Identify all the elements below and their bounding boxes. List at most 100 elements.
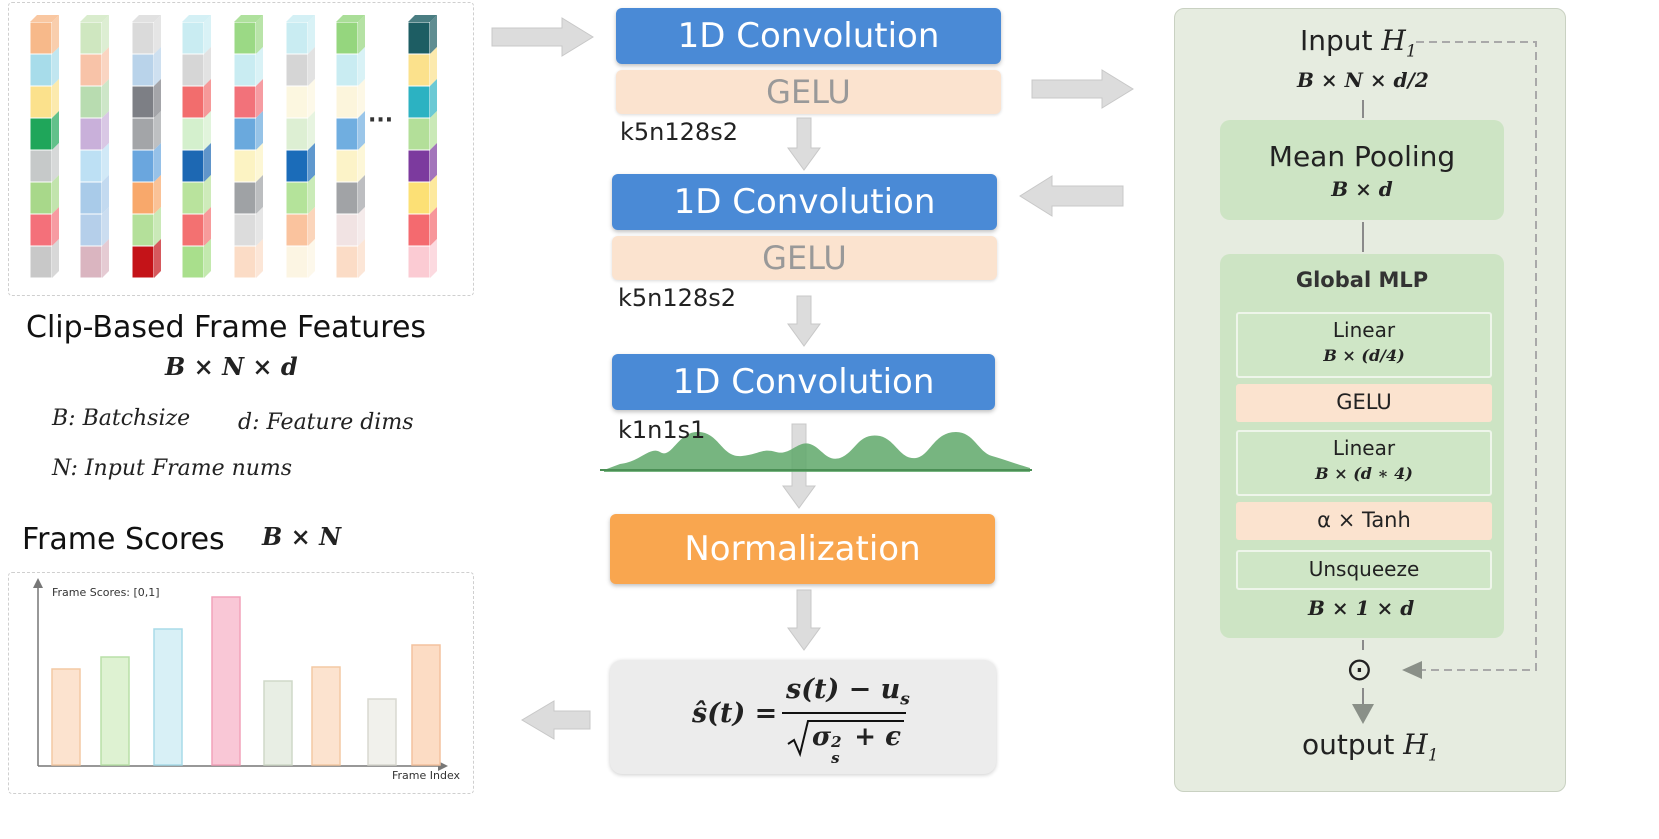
formula-numerator-main: s(t) − u bbox=[786, 674, 901, 705]
feature-cell-top bbox=[336, 15, 365, 22]
feature-cell-side bbox=[154, 111, 161, 150]
feature-cell-side bbox=[430, 207, 437, 246]
feature-cell-top bbox=[80, 15, 109, 22]
feature-cell-side bbox=[102, 47, 109, 86]
normalization-block: Normalization bbox=[610, 514, 995, 584]
feature-cell-side bbox=[430, 79, 437, 118]
feature-cell-side bbox=[308, 47, 315, 86]
feature-cell-side bbox=[358, 143, 365, 182]
feature-cell-side bbox=[256, 15, 263, 54]
mlp-linear1: Linear B × (d/4) bbox=[1236, 312, 1492, 378]
feature-cell-side bbox=[204, 47, 211, 86]
feature-cell-side bbox=[102, 15, 109, 54]
score-bar bbox=[153, 628, 183, 766]
arrow-to-scores bbox=[521, 700, 591, 740]
score-bar bbox=[311, 666, 341, 766]
arrow-down-2 bbox=[787, 295, 821, 347]
feature-cell-side bbox=[204, 143, 211, 182]
feature-cell-side bbox=[256, 207, 263, 246]
conv1-kernel-label: k5n128s2 bbox=[620, 118, 738, 146]
features-title: Clip-Based Frame Features bbox=[26, 310, 427, 345]
formula-den-sup: 2 bbox=[831, 733, 842, 751]
legend-batchsize: B: Batchsize bbox=[52, 406, 191, 431]
conv1-block: 1D Convolution bbox=[616, 8, 1001, 64]
mean-pooling-label: Mean Pooling bbox=[1268, 140, 1456, 173]
global-mlp-title: Global MLP bbox=[1295, 268, 1429, 292]
feature-cell-side bbox=[308, 143, 315, 182]
feature-cell-side bbox=[430, 47, 437, 86]
feature-cell-top bbox=[30, 15, 59, 22]
scores-shape: B × N bbox=[262, 522, 342, 551]
feature-cell-side bbox=[308, 207, 315, 246]
formula-lhs: ŝ(t) = bbox=[692, 698, 778, 729]
conv3-block: 1D Convolution bbox=[612, 354, 995, 410]
mlp-linear2: Linear B × (d ∗ 4) bbox=[1236, 430, 1492, 496]
feature-cell-side bbox=[102, 175, 109, 214]
unsqueeze-shape: B × 1 × d bbox=[1308, 596, 1415, 620]
formula-den-rest: + ϵ bbox=[854, 722, 901, 752]
feature-cell-side bbox=[256, 111, 263, 150]
mlp-tanh: α × Tanh bbox=[1236, 502, 1492, 540]
feature-cell-top bbox=[286, 15, 315, 22]
feature-cell-side bbox=[154, 175, 161, 214]
feature-cell-side bbox=[256, 47, 263, 86]
feature-cell-side bbox=[52, 207, 59, 246]
feature-cell-side bbox=[430, 239, 437, 278]
feature-cell-side bbox=[430, 15, 437, 54]
score-waveform bbox=[604, 431, 1030, 472]
feature-cell-side bbox=[308, 15, 315, 54]
arrow-features-to-conv bbox=[491, 17, 594, 57]
feature-cell-side bbox=[154, 15, 161, 54]
mean-pooling-block: Mean Pooling B × d bbox=[1220, 120, 1504, 220]
conv2-block: 1D Convolution bbox=[612, 174, 997, 230]
score-bar bbox=[211, 596, 241, 766]
feature-cell-side bbox=[52, 239, 59, 278]
feature-cell-side bbox=[102, 143, 109, 182]
feature-cell-top bbox=[234, 15, 263, 22]
mlp-unsqueeze: Unsqueeze bbox=[1236, 550, 1492, 590]
gelu2-block: GELU bbox=[612, 236, 997, 280]
gelu1-block: GELU bbox=[616, 70, 1001, 114]
feature-cell-side bbox=[308, 239, 315, 278]
feature-cell-side bbox=[308, 79, 315, 118]
feature-cell-side bbox=[358, 15, 365, 54]
residual-arrowhead bbox=[1402, 661, 1422, 679]
score-bar bbox=[51, 668, 81, 766]
mean-pooling-shape: B × d bbox=[1331, 177, 1393, 201]
feature-cell-side bbox=[154, 47, 161, 86]
feature-cell-side bbox=[256, 175, 263, 214]
chart-y-label: Frame Scores: [0,1] bbox=[52, 586, 160, 599]
legend-feature-dims: d: Feature dims bbox=[238, 410, 414, 435]
feature-cell-top bbox=[182, 15, 211, 22]
feature-cell-side bbox=[154, 143, 161, 182]
feature-cell-side bbox=[204, 175, 211, 214]
features-ellipsis: ··· bbox=[368, 108, 394, 133]
features-shape: B × N × d bbox=[165, 352, 298, 381]
chart-x-label: Frame Index bbox=[392, 769, 461, 782]
feature-cell-side bbox=[204, 111, 211, 150]
hadamard-product-icon: ⊙ bbox=[1346, 650, 1373, 688]
formula-den-sigma: σ bbox=[812, 722, 832, 752]
feature-cell-side bbox=[308, 111, 315, 150]
feature-cell-side bbox=[256, 143, 263, 182]
feature-cell-side bbox=[102, 79, 109, 118]
output-arrowhead bbox=[1352, 704, 1374, 724]
feature-cell-side bbox=[52, 47, 59, 86]
feature-cell-side bbox=[358, 175, 365, 214]
feature-cell-side bbox=[204, 79, 211, 118]
arrow-down-4 bbox=[787, 589, 821, 651]
formula-fraction-bar bbox=[782, 712, 906, 714]
feature-cell-side bbox=[52, 175, 59, 214]
formula-numerator-sub: s bbox=[900, 689, 910, 710]
residual-dashed-path bbox=[1416, 41, 1537, 671]
chart-y-arrowhead bbox=[33, 578, 43, 588]
formula-den-sub: s bbox=[831, 749, 840, 767]
formula-numerator: s(t) − us bbox=[786, 674, 910, 709]
feature-cell-side bbox=[204, 207, 211, 246]
feature-cell-side bbox=[154, 239, 161, 278]
score-bar bbox=[367, 698, 397, 766]
